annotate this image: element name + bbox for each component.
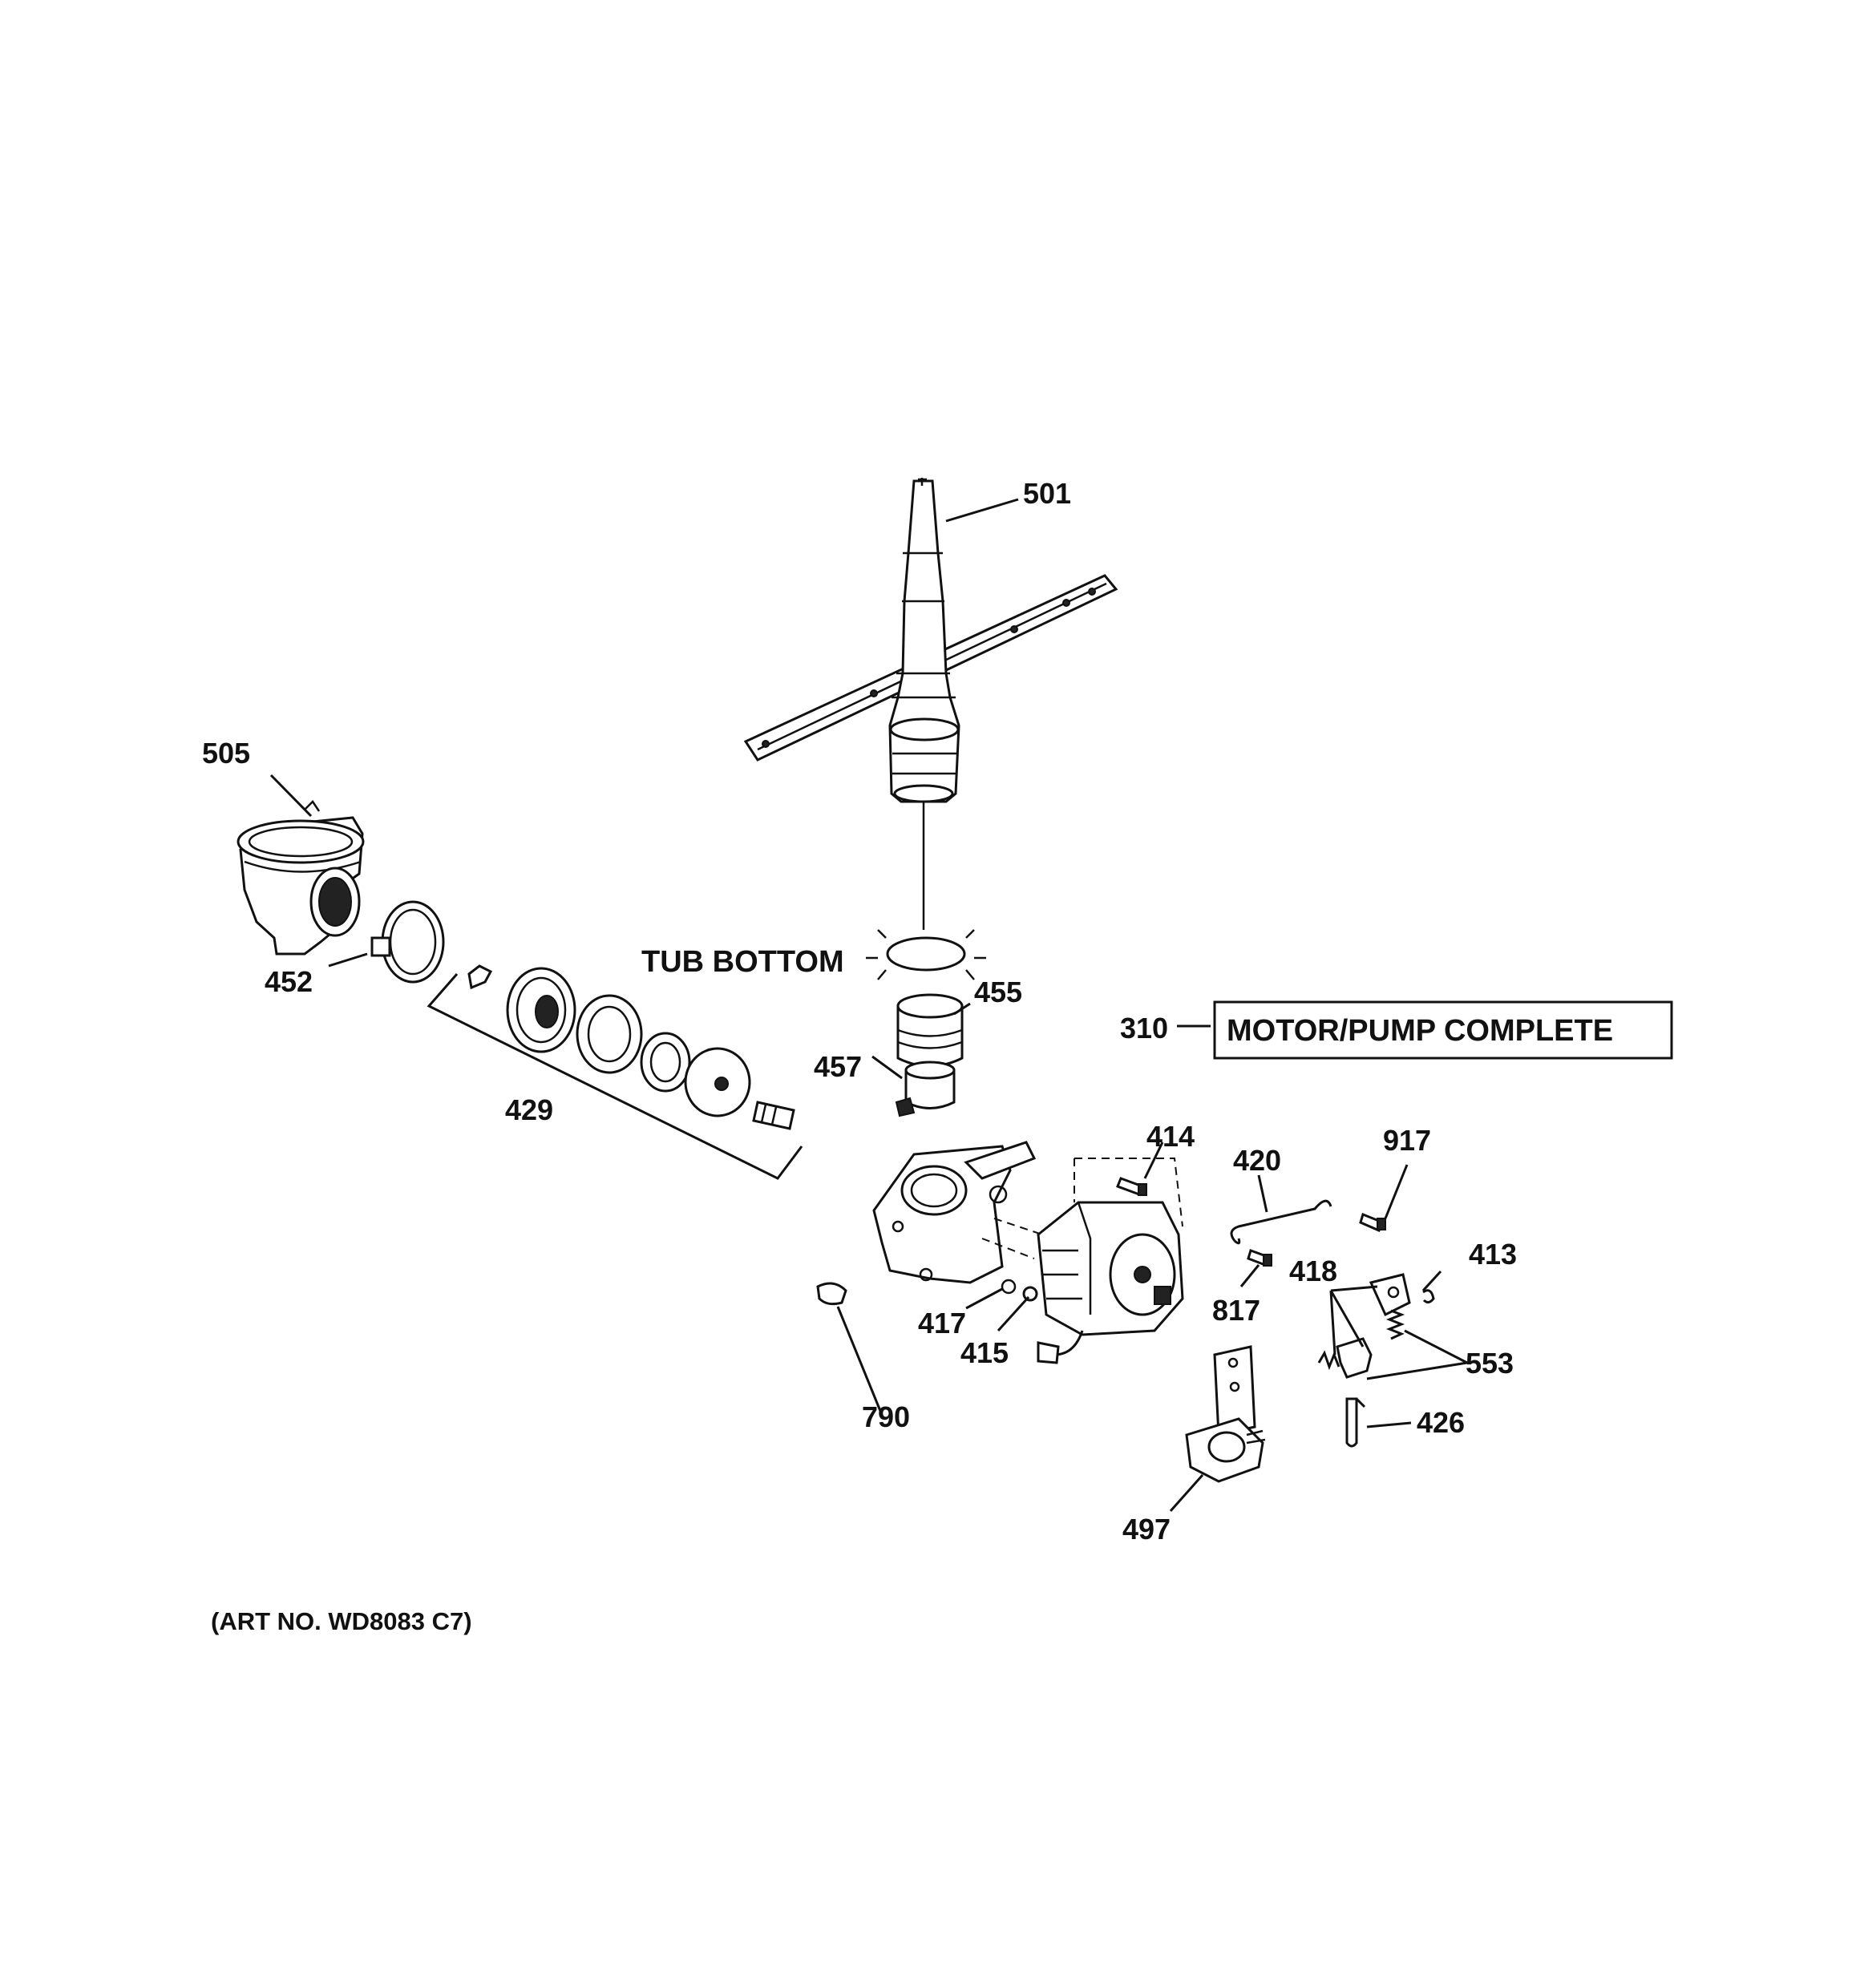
- callout-415: 415: [960, 1336, 1009, 1369]
- part-429-filter-assembly: [467, 964, 795, 1130]
- part-413-clip: [1422, 1289, 1435, 1304]
- callout-429: 429: [505, 1093, 553, 1126]
- part-817-screw: [1247, 1249, 1272, 1267]
- callout-426: 426: [1417, 1406, 1465, 1439]
- callout-497: 497: [1122, 1513, 1171, 1546]
- callout-917: 917: [1383, 1124, 1431, 1157]
- callout-418: 418: [1289, 1255, 1337, 1287]
- part-553-spring-kit: [1317, 1309, 1405, 1379]
- part-497-solenoid-bracket: [1185, 1345, 1266, 1483]
- part-457-clamp: [895, 1061, 956, 1117]
- callout-310: 310: [1120, 1012, 1168, 1045]
- part-505-sump: [237, 800, 365, 956]
- part-790-clip: [816, 1282, 847, 1306]
- part-420-rod: [1230, 1199, 1332, 1245]
- part-417-washer: [1001, 1279, 1017, 1295]
- motor-pump-label-box: [1213, 1000, 1673, 1060]
- callout-790: 790: [862, 1400, 910, 1433]
- tub-bottom-label: TUB BOTTOM: [641, 945, 844, 979]
- art-number: (ART NO. WD8083 C7): [211, 1607, 472, 1635]
- part-501-spray-arm: [743, 478, 1118, 803]
- bracket-429: [427, 973, 803, 1180]
- callout-420: 420: [1233, 1144, 1281, 1177]
- part-452-clamp: [370, 900, 445, 984]
- motor-pump-complete-label: MOTOR/PUMP COMPLETE: [1227, 1014, 1613, 1048]
- tub-bottom-ring: [866, 929, 986, 980]
- callout-501: 501: [1023, 477, 1071, 510]
- part-426-pin: [1345, 1397, 1366, 1448]
- callout-417: 417: [918, 1307, 966, 1339]
- callout-455: 455: [974, 976, 1022, 1008]
- part-917-screw: [1359, 1212, 1386, 1232]
- part-414-screw: [1116, 1177, 1147, 1196]
- callout-553: 553: [1466, 1347, 1514, 1380]
- callout-457: 457: [814, 1050, 862, 1083]
- part-310-motor-pump: [872, 1141, 1184, 1364]
- callout-505: 505: [202, 737, 250, 770]
- leader-lines: [269, 498, 1468, 1512]
- part-455-seal: [896, 993, 964, 1068]
- callout-413: 413: [1469, 1238, 1517, 1271]
- callout-414: 414: [1146, 1120, 1195, 1153]
- part-418-lever: [1369, 1273, 1411, 1317]
- callout-817: 817: [1212, 1294, 1260, 1327]
- part-415-nut: [1022, 1286, 1038, 1302]
- callout-452: 452: [265, 965, 313, 998]
